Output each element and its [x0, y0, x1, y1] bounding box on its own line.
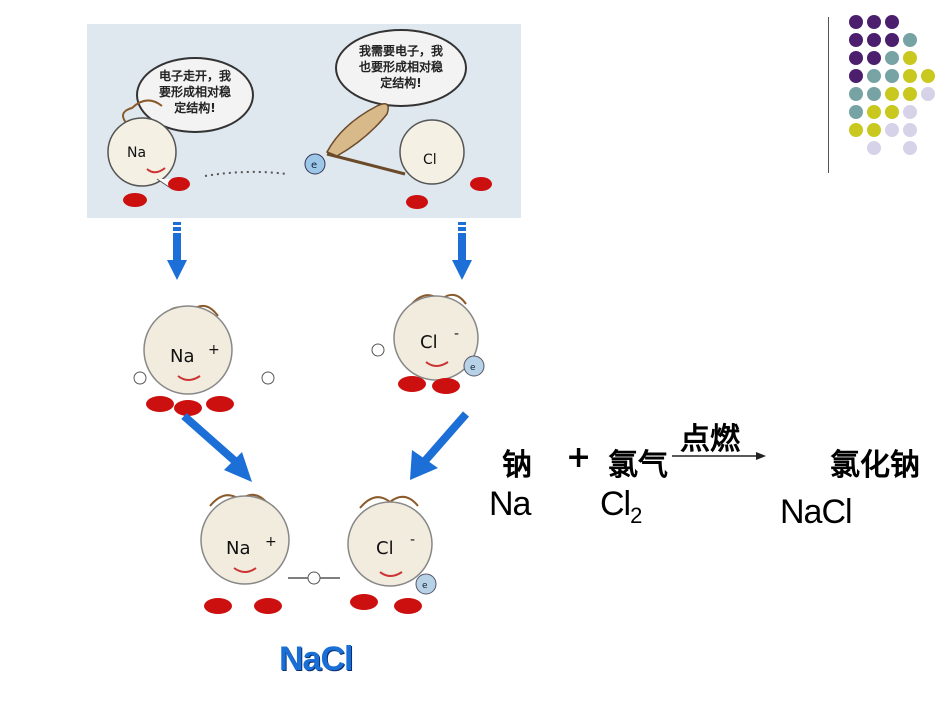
decorative-dot	[867, 123, 881, 137]
product-sodium-chloride-cn: 氯化钠	[830, 448, 920, 483]
cl-ion-electron-label: e	[470, 363, 476, 373]
decorative-dot	[867, 87, 881, 101]
na-speech-line-3: 定结构!	[174, 101, 216, 115]
decorative-divider-line	[828, 17, 829, 173]
electron-label: e	[311, 160, 317, 171]
decorative-dot	[849, 123, 863, 137]
decorative-dot	[921, 69, 935, 83]
cl-speech-line-1: 我需要电子，我	[358, 44, 443, 58]
na-speech-line-2: 要形成相对稳	[158, 85, 231, 99]
top-panel-drawing: Na e Cl	[107, 99, 492, 209]
top-cartoon-panel: 电子走开，我 要形成相对稳 定结构! 我需要电子，我 也要形成相对稳 定结构! …	[87, 24, 521, 218]
decorative-dot	[885, 123, 899, 137]
decorative-dot	[867, 69, 881, 83]
na-ion-charge: +	[208, 342, 220, 358]
na-speech-line-1: 电子走开，我	[158, 69, 231, 83]
decorative-dot	[867, 105, 881, 119]
nacl-product-label: NaCl	[279, 640, 353, 678]
cl-ion-label: Cl	[420, 332, 438, 353]
diagonal-arrow-right	[410, 411, 470, 480]
down-arrow-right	[452, 222, 472, 280]
cl-speech-line-2: 也要形成相对稳	[358, 60, 443, 74]
decorative-dot	[921, 87, 935, 101]
cl-ion-charge: -	[454, 326, 459, 342]
decorative-dot	[885, 15, 899, 29]
reactant-chlorine-symbol: Cl2	[600, 485, 642, 529]
na-atom-label: Na	[127, 145, 146, 161]
na-atom-character: Na	[107, 99, 190, 207]
butterfly-net	[325, 103, 406, 176]
na-ion-label: Na	[170, 346, 195, 367]
equation-plus: +	[566, 440, 592, 475]
decorative-dot	[849, 69, 863, 83]
product-nacl-symbol: NaCl	[780, 493, 853, 531]
decorative-dot	[885, 69, 899, 83]
chlorine-subscript: 2	[630, 502, 642, 528]
decorative-dot	[903, 51, 917, 65]
decorative-dot	[849, 87, 863, 101]
diagonal-arrow-left	[181, 413, 252, 482]
pair-na-charge: +	[265, 534, 277, 550]
reactant-chlorine-cn: 氯气	[608, 448, 668, 483]
reaction-condition: 点燃	[680, 422, 740, 457]
chlorine-symbol-text: Cl	[600, 485, 631, 523]
decorative-dot	[867, 141, 881, 155]
decorative-dot	[903, 141, 917, 155]
pair-cl-charge: -	[410, 532, 415, 548]
decorative-dot	[903, 33, 917, 47]
decorative-dot	[849, 33, 863, 47]
pair-cl-label: Cl	[376, 538, 394, 559]
nacl-pair-characters: Na + Cl - e	[200, 493, 437, 614]
reaction-arrow	[672, 452, 766, 460]
decorative-dot	[867, 15, 881, 29]
decorative-dot	[849, 105, 863, 119]
pair-na-label: Na	[226, 538, 251, 559]
decorative-dot-grid	[849, 15, 935, 155]
cl-atom-character: Cl	[399, 119, 492, 209]
decorative-dot	[885, 33, 899, 47]
na-ion-character: Na +	[133, 305, 275, 416]
electron-character: e	[304, 153, 326, 175]
decorative-dot	[849, 15, 863, 29]
cl-atom-label: Cl	[423, 152, 437, 168]
decorative-dot	[903, 123, 917, 137]
decorative-dot	[867, 51, 881, 65]
decorative-dot	[903, 105, 917, 119]
decorative-dot	[867, 33, 881, 47]
decorative-dot	[885, 87, 899, 101]
down-arrow-left	[167, 222, 187, 280]
decorative-dot	[903, 69, 917, 83]
decorative-dot	[849, 51, 863, 65]
cl-ion-character: Cl - e	[371, 293, 485, 394]
reactant-sodium-cn: 钠	[502, 448, 532, 483]
decorative-dot	[885, 105, 899, 119]
decorative-dot	[903, 87, 917, 101]
cl-speech-line-3: 定结构!	[380, 76, 422, 90]
cl-speech-bubble: 我需要电子，我 也要形成相对稳 定结构!	[335, 29, 467, 107]
decorative-dot	[885, 51, 899, 65]
reactant-sodium-symbol: Na	[489, 485, 531, 523]
pair-electron-label: e	[422, 581, 428, 591]
